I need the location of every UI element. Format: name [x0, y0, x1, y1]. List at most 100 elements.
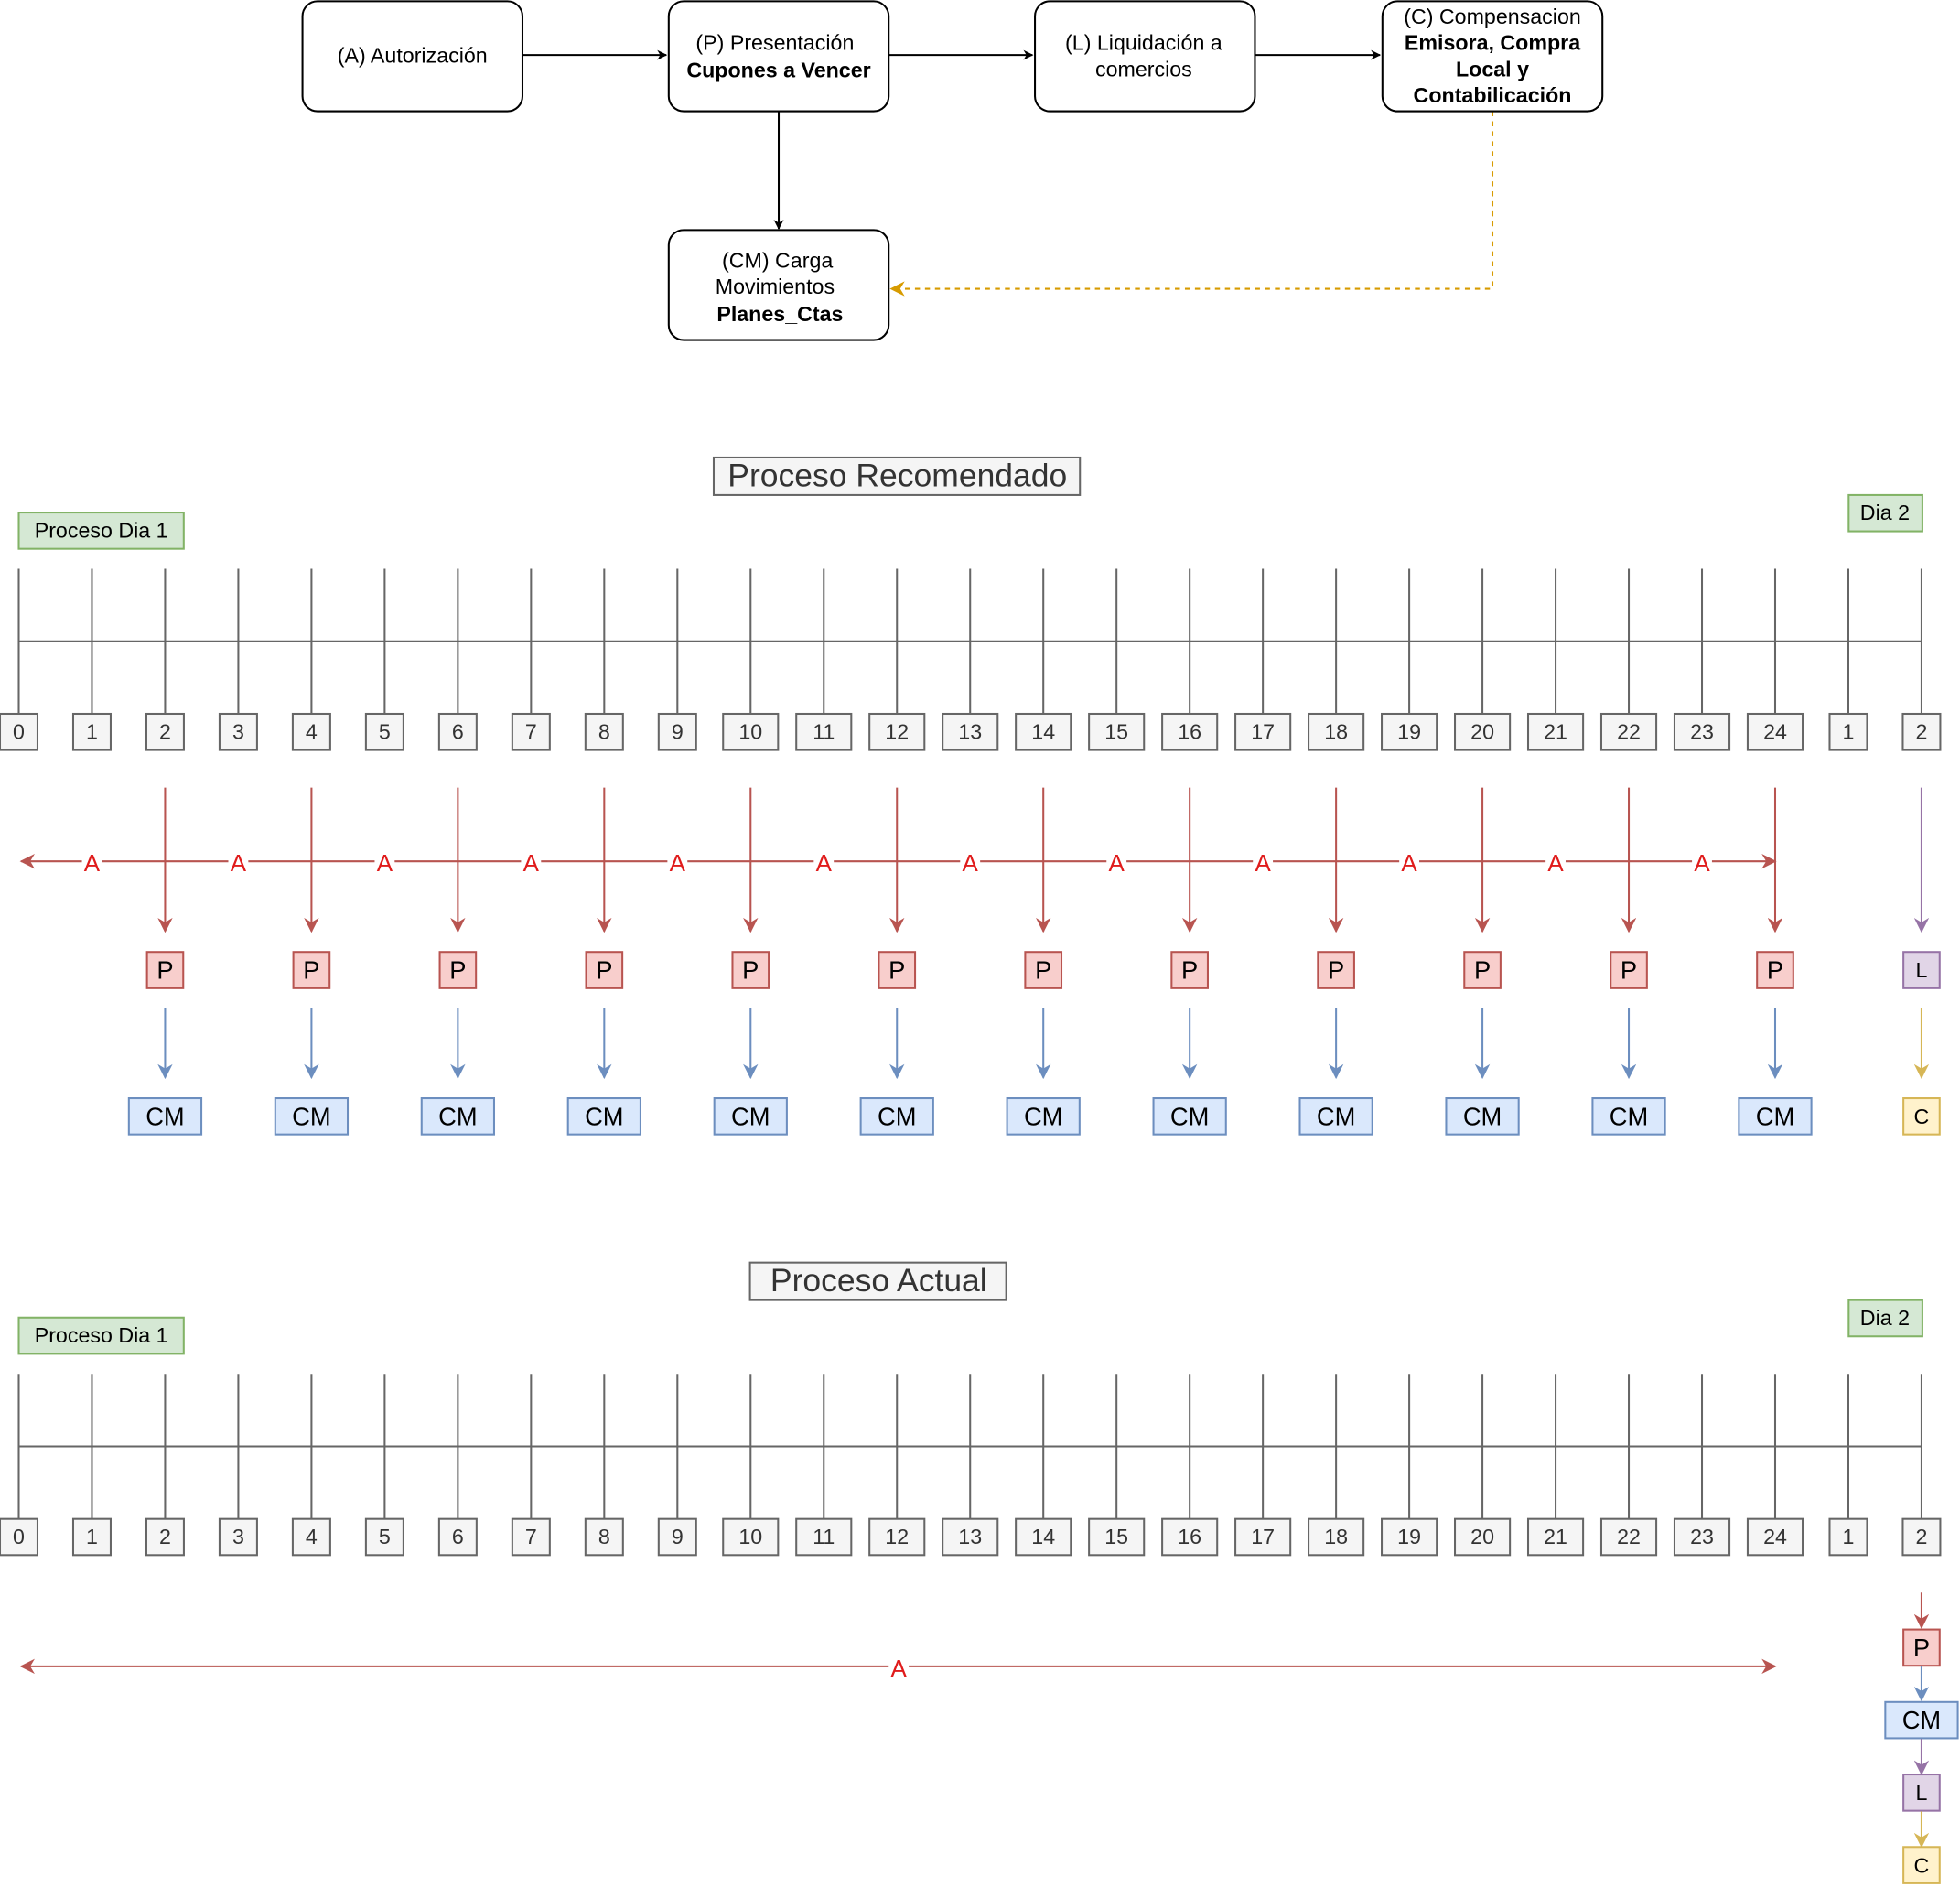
a-label-background: [521, 848, 542, 874]
hour-label: 2: [1915, 719, 1927, 743]
hour-box: [868, 712, 926, 751]
a-label-background: [813, 848, 835, 874]
presentation-label: P: [1181, 956, 1198, 985]
carga-movimientos-label: CM: [585, 1102, 623, 1130]
authorization-label: A: [1401, 851, 1417, 877]
hour-box: [291, 712, 331, 751]
hour-box: [1453, 1517, 1512, 1557]
hour-label: 3: [232, 1525, 244, 1548]
hour-label: 7: [525, 719, 537, 743]
hour-label: 5: [379, 1525, 391, 1548]
hour-box: [1453, 712, 1512, 751]
hour-box: [1673, 712, 1731, 751]
hour-label: 2: [1915, 1525, 1927, 1548]
hour-box: [1161, 1517, 1219, 1557]
presentation-label: P: [1913, 1634, 1930, 1662]
hour-label: 4: [306, 1525, 318, 1548]
authorization-label: A: [1547, 851, 1564, 877]
presentation-box: [1756, 951, 1794, 989]
hour-box: [868, 1517, 926, 1557]
liquidacion-box: [1902, 951, 1941, 989]
hour-label: 2: [159, 719, 171, 743]
hour-box: [364, 1517, 404, 1557]
hour-label: 19: [1397, 719, 1421, 743]
hour-box: [942, 1517, 999, 1557]
authorization-label: A: [231, 851, 247, 877]
hour-box: [291, 1517, 331, 1557]
hour-label: 8: [598, 719, 610, 743]
hour-label: 1: [1843, 1525, 1855, 1548]
hour-label: 6: [452, 719, 464, 743]
hour-label: 9: [672, 1525, 684, 1548]
hour-label: 8: [598, 1525, 610, 1548]
carga-movimientos-label: CM: [292, 1102, 330, 1130]
presentation-box: [1610, 951, 1648, 989]
carga-movimientos-box: [1152, 1097, 1227, 1136]
hour-label: 16: [1178, 719, 1201, 743]
compensacion-label: C: [1914, 1853, 1930, 1877]
hour-box: [795, 712, 853, 751]
hour-box: [1015, 1517, 1072, 1557]
hour-label: 24: [1763, 1525, 1787, 1548]
hour-label: 24: [1763, 719, 1787, 743]
hour-box: [1828, 712, 1868, 751]
hour-label: 1: [86, 1525, 98, 1548]
carga-movimientos-box: [127, 1097, 203, 1136]
authorization-label: A: [1255, 851, 1271, 877]
a-label-background: [81, 848, 102, 874]
hour-label: 17: [1251, 719, 1275, 743]
hour-label: 10: [738, 1525, 762, 1548]
presentation-box: [1317, 951, 1355, 989]
compensacion-line4: Contabilicación: [1414, 83, 1572, 107]
hour-box: [437, 712, 478, 751]
carga-movimientos-label: CM: [731, 1102, 770, 1130]
hour-box: [722, 1517, 780, 1557]
presentation-label: P: [596, 956, 612, 985]
hour-box: [1746, 712, 1804, 751]
carga-movimientos-label: CM: [145, 1102, 184, 1130]
hour-label: 12: [885, 1525, 909, 1548]
hour-label: 16: [1178, 1525, 1201, 1548]
hour-label: 21: [1544, 1525, 1567, 1548]
hour-label: 3: [232, 719, 244, 743]
hour-box: [1381, 712, 1438, 751]
carga-movimientos-box: [1738, 1097, 1813, 1136]
box-liquidacion: (L) Liquidación a comercios: [1034, 0, 1256, 113]
box-autorizacion: (A) Autorización: [301, 0, 524, 113]
hour-box: [942, 712, 999, 751]
a-label-background: [1692, 848, 1712, 874]
hour-label: 7: [525, 1525, 537, 1548]
hour-label: 22: [1617, 1525, 1641, 1548]
hour-label: 15: [1104, 719, 1128, 743]
hour-label: 13: [958, 719, 982, 743]
presentation-box: [438, 951, 478, 989]
carga-movimientos-box: [1298, 1097, 1373, 1136]
carga-movimientos-box: [859, 1097, 934, 1136]
hour-label: 15: [1104, 1525, 1128, 1548]
presentation-box: [1170, 951, 1209, 989]
authorization-label: A: [1694, 851, 1710, 877]
hour-box: [1088, 712, 1146, 751]
hour-label: 5: [379, 719, 391, 743]
carga-line3: Planes_Ctas: [716, 302, 843, 326]
presentation-box: [1463, 951, 1502, 989]
flow-dashed-arrow-c-to-cm: [889, 111, 1494, 297]
hour-box: [1308, 1517, 1365, 1557]
presentacion-label: (P) Presentación: [695, 31, 854, 55]
carga-label: (CM) Carga: [722, 248, 833, 272]
hour-box: [71, 1517, 112, 1557]
a-label-background: [228, 848, 249, 874]
actual-day1-label: Proceso Dia 1: [35, 1323, 168, 1347]
hour-box: [1599, 712, 1658, 751]
hour-label: 20: [1470, 719, 1494, 743]
liquidacion-label: L: [1915, 1781, 1927, 1805]
a-label-background: [960, 848, 981, 874]
compensacion-label: (C) Compensacion: [1404, 5, 1581, 28]
hour-label: 20: [1470, 1525, 1494, 1548]
hour-label: 18: [1324, 1525, 1348, 1548]
carga-movimientos-box: [713, 1097, 788, 1136]
